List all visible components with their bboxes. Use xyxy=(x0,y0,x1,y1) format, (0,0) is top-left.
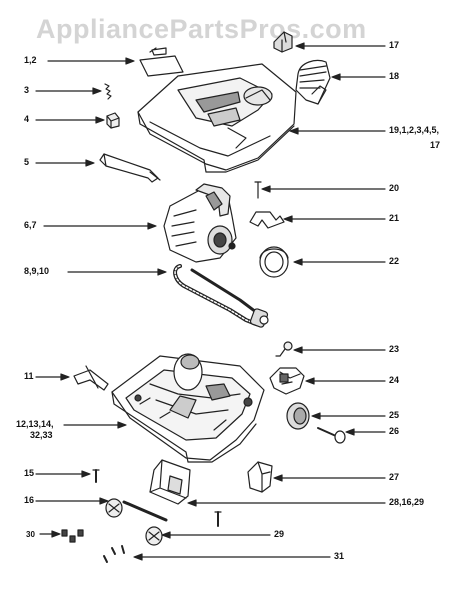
small-wheel-part xyxy=(105,498,123,518)
callout-21: 21 xyxy=(389,213,400,223)
latch-part xyxy=(295,59,331,105)
watermark: AppliancePartsPros.com xyxy=(36,14,367,44)
callout-24: 24 xyxy=(389,375,400,385)
screw-part xyxy=(104,83,112,100)
callout-6-7: 6,7 xyxy=(24,220,37,230)
callout-27: 27 xyxy=(389,472,400,482)
callout-4: 4 xyxy=(24,114,30,124)
callout-22: 22 xyxy=(389,256,400,266)
nuts-part xyxy=(61,529,84,543)
base-part xyxy=(111,353,265,463)
callout-28-16-29: 28,16,29 xyxy=(389,497,425,507)
callout-17: 17 xyxy=(389,40,400,50)
screw-20-part xyxy=(254,181,262,199)
callout-3: 3 xyxy=(24,85,30,95)
callout-25: 25 xyxy=(389,410,400,420)
leader-lines xyxy=(35,42,386,561)
filter-pad-part xyxy=(139,47,184,77)
screw-28-part xyxy=(214,511,222,527)
spring-lever-part xyxy=(73,365,109,391)
callout-8-9-10: 8,9,10 xyxy=(24,266,50,276)
hood-part xyxy=(137,63,297,173)
callout-12-13-14: 12,13,14, xyxy=(16,419,54,429)
callout-26: 26 xyxy=(389,426,400,436)
callout-11: 11 xyxy=(24,371,34,381)
nozzle-24-part xyxy=(269,367,305,395)
clip-part xyxy=(106,112,120,129)
screw-15-part xyxy=(92,469,100,483)
screws-31-part xyxy=(103,545,125,563)
callout-19-list: 19,1,2,3,4,5, xyxy=(389,125,440,135)
strap-21-part xyxy=(249,211,285,229)
callout-19-cont: 17 xyxy=(430,140,441,150)
rod-28-part xyxy=(122,500,168,522)
pin-23-part xyxy=(275,341,293,357)
callout-20: 20 xyxy=(389,183,400,193)
callout-23: 23 xyxy=(389,344,400,354)
clip-27-part xyxy=(247,461,273,493)
hose-bracket-part xyxy=(99,153,161,183)
callout-15: 15 xyxy=(24,468,35,478)
callout-5: 5 xyxy=(24,157,30,167)
callout-18: 18 xyxy=(389,71,400,81)
callout-31: 31 xyxy=(334,551,345,561)
callout-16: 16 xyxy=(24,495,35,505)
callout-29: 29 xyxy=(274,529,285,539)
ring-22-part xyxy=(259,246,289,278)
wheel-25-part xyxy=(286,402,310,430)
motor-assembly-part xyxy=(163,183,237,263)
callout-32-33: 32,33 xyxy=(30,430,53,440)
axle-26-part xyxy=(317,427,346,444)
belt-part xyxy=(173,264,269,328)
handle-cap-part xyxy=(273,31,293,53)
callout-30: 30 xyxy=(26,530,35,539)
callout-1-2: 1,2 xyxy=(24,55,37,65)
foot-pedal-part xyxy=(149,459,191,505)
wheel-29-part xyxy=(145,526,163,546)
